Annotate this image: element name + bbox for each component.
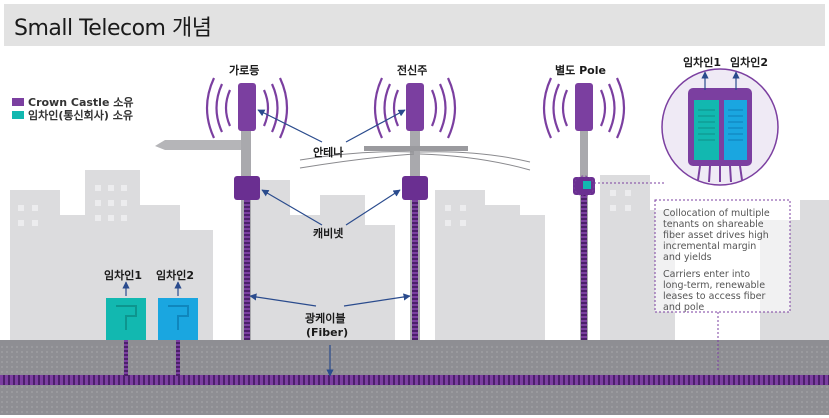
standalone-signal-waves	[542, 77, 626, 139]
note-1-line-2: tenants on shareable	[663, 219, 764, 230]
streetlight-signal-waves	[205, 77, 289, 139]
note-2-line-3: leases to access fiber	[663, 291, 766, 302]
streetlight-cabinet	[234, 176, 260, 200]
utility-signal-waves	[373, 77, 457, 139]
utility-pole-label: 전신주	[397, 63, 427, 77]
zoom-callout: 임차인1 임차인2	[594, 55, 779, 186]
note-1-line-5: and yields	[663, 252, 712, 263]
legend-label-crown: Crown Castle 소유	[28, 96, 133, 109]
streetlight-antenna	[238, 83, 256, 131]
tenant1-label: 임차인1	[104, 268, 142, 282]
utility-antenna	[406, 83, 424, 131]
utility-pole	[299, 77, 531, 340]
legend-swatch-tenant	[12, 111, 24, 119]
notes-box: Collocation of multiple tenants on share…	[654, 199, 791, 372]
standalone-antenna	[575, 83, 593, 131]
standalone-pole	[542, 77, 626, 340]
note-2-line-1: Carriers enter into	[663, 269, 750, 280]
streetlight-pole	[155, 77, 289, 340]
skyline-windows	[18, 185, 631, 226]
cabinet-label: 캐비넷	[313, 226, 343, 240]
note-1-line-3: fiber asset drives high	[663, 230, 769, 241]
zoom-tenant2-label: 임차인2	[730, 55, 768, 69]
fiber-label-line1: 광케이블	[305, 311, 345, 325]
note-2-line-2: long-term, renewable	[663, 280, 765, 291]
streetlight-label: 가로등	[229, 63, 259, 77]
fiber-cable	[0, 375, 829, 385]
note-1-line-4: incremental margin	[663, 241, 756, 252]
component-arrows	[249, 109, 411, 377]
title-bar: Small Telecom 개념	[4, 4, 825, 46]
utility-cabinet	[402, 176, 428, 200]
page-title: Small Telecom 개념	[14, 16, 212, 41]
legend-swatch-crown	[12, 98, 24, 106]
tenant-cabinets: 임차인1 임차인2	[104, 268, 198, 376]
legend: Crown Castle 소유 임차인(통신회사) 소유	[12, 96, 133, 122]
tenant2-label: 임차인2	[156, 268, 194, 282]
standalone-pole-label: 별도 Pole	[555, 64, 606, 77]
fiber-label-line2: (Fiber)	[306, 326, 348, 339]
legend-label-tenant: 임차인(통신회사) 소유	[28, 108, 133, 122]
note-2-line-4: and pole	[663, 302, 704, 313]
zoom-tenant1-box	[694, 100, 719, 160]
note-1-line-1: Collocation of multiple	[663, 208, 770, 219]
zoom-tenant1-label: 임차인1	[683, 55, 721, 69]
antenna-label: 안테나	[313, 145, 343, 159]
zoom-tenant2-box	[724, 100, 747, 160]
